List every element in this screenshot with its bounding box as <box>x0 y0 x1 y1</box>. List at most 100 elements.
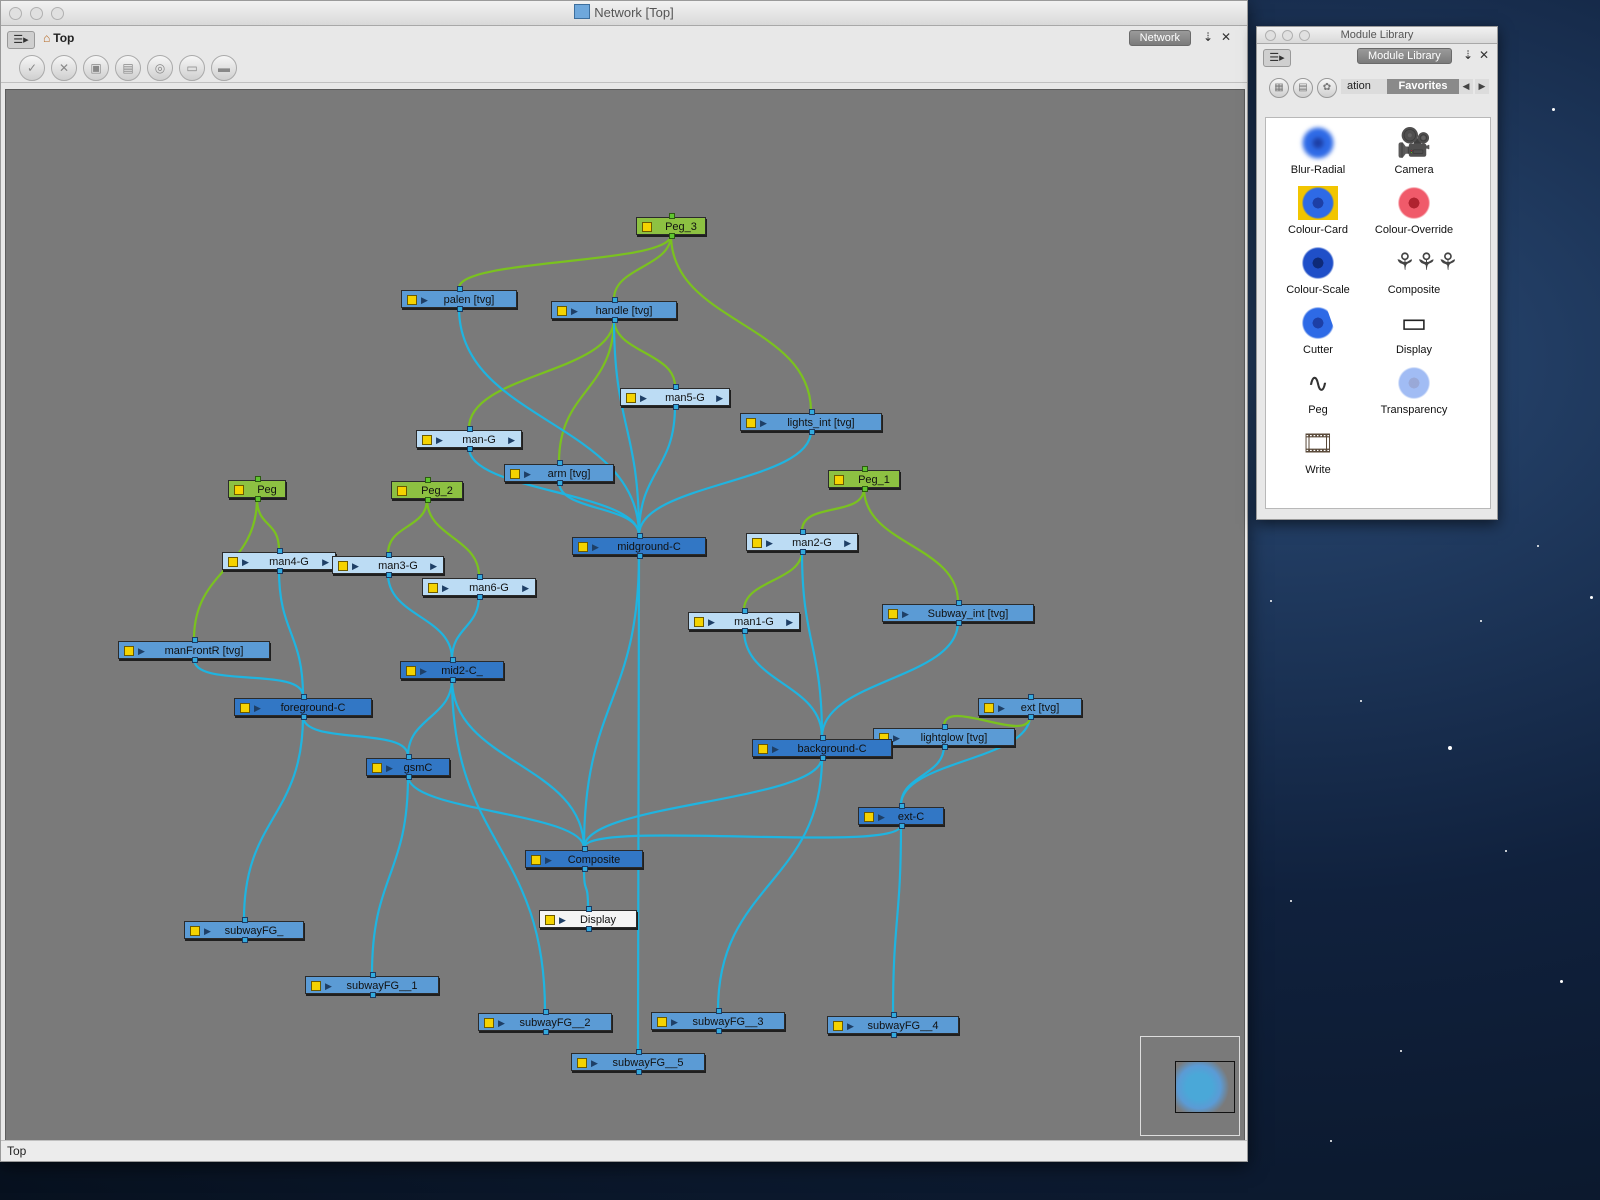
node-enable-checkbox[interactable] <box>372 763 382 773</box>
module-composite[interactable]: ⚘⚘⚘Composite <box>1364 244 1464 302</box>
dock-icon[interactable]: ⇣ <box>1202 30 1214 44</box>
node-man5g[interactable]: ▶man5-G▶ <box>620 384 730 410</box>
disable-icon[interactable]: ✕ <box>51 55 77 81</box>
node-man6g[interactable]: ▶man6-G▶ <box>422 574 536 600</box>
node-man1g[interactable]: ▶man1-G▶ <box>688 608 800 634</box>
node-enable-checkbox[interactable] <box>234 485 244 495</box>
node-expand-icon[interactable]: ▶ <box>508 435 515 445</box>
node-output-port[interactable] <box>386 572 392 578</box>
node-enable-checkbox[interactable] <box>338 561 348 571</box>
module-colour-card[interactable]: Colour-Card <box>1268 184 1368 242</box>
node-enable-checkbox[interactable] <box>626 393 636 403</box>
display-module-icon[interactable]: ▭ <box>179 55 205 81</box>
node-output-port[interactable] <box>820 755 826 761</box>
node-enable-checkbox[interactable] <box>428 583 438 593</box>
node-input-port[interactable] <box>370 972 376 978</box>
category-icon-3[interactable]: ✿ <box>1317 78 1337 98</box>
node-output-port[interactable] <box>1028 714 1034 720</box>
node-sfg1[interactable]: ▶subwayFG__1 <box>305 972 439 998</box>
node-output-port[interactable] <box>636 1069 642 1075</box>
node-enable-checkbox[interactable] <box>642 222 652 232</box>
node-composite[interactable]: ▶Composite <box>525 846 643 872</box>
node-enable-checkbox[interactable] <box>510 469 520 479</box>
node-output-port[interactable] <box>716 1028 722 1034</box>
module-colour-scale[interactable]: Colour-Scale <box>1268 244 1368 302</box>
node-input-port[interactable] <box>425 477 431 483</box>
node-input-port[interactable] <box>800 529 806 535</box>
node-output-port[interactable] <box>557 480 563 486</box>
tab-scroll-left-icon[interactable]: ◀ <box>1459 79 1473 94</box>
node-enable-checkbox[interactable] <box>545 915 555 925</box>
node-input-port[interactable] <box>586 906 592 912</box>
node-output-port[interactable] <box>612 317 618 323</box>
node-enable-checkbox[interactable] <box>752 538 762 548</box>
node-enable-checkbox[interactable] <box>397 486 407 496</box>
node-output-port[interactable] <box>669 233 675 239</box>
node-enable-checkbox[interactable] <box>124 646 134 656</box>
node-output-port[interactable] <box>192 657 198 663</box>
breadcrumb[interactable]: ⌂Top <box>43 31 74 45</box>
node-enable-checkbox[interactable] <box>578 542 588 552</box>
node-input-port[interactable] <box>386 552 392 558</box>
module-colour-override[interactable]: Colour-Override <box>1364 184 1464 242</box>
library-close-icon[interactable]: ✕ <box>1478 48 1490 62</box>
node-enable-checkbox[interactable] <box>406 666 416 676</box>
node-output-port[interactable] <box>406 774 412 780</box>
view-menu-button[interactable]: ☰▸ <box>7 31 35 49</box>
close-window-button[interactable] <box>9 7 22 20</box>
node-input-port[interactable] <box>477 574 483 580</box>
node-input-port[interactable] <box>612 297 618 303</box>
node-output-port[interactable] <box>942 744 948 750</box>
close-icon[interactable]: ✕ <box>1220 30 1232 44</box>
node-input-port[interactable] <box>1028 694 1034 700</box>
node-output-port[interactable] <box>956 620 962 626</box>
module-blur-radial[interactable]: Blur-Radial <box>1268 124 1368 182</box>
tab-category-partial[interactable]: ation <box>1341 79 1395 94</box>
node-sfg3[interactable]: ▶subwayFG__3 <box>651 1008 785 1034</box>
node-mang[interactable]: ▶man-G▶ <box>416 426 522 452</box>
node-enable-checkbox[interactable] <box>577 1058 587 1068</box>
node-input-port[interactable] <box>543 1009 549 1015</box>
node-output-port[interactable] <box>800 549 806 555</box>
node-sfg4[interactable]: ▶subwayFG__4 <box>827 1012 959 1038</box>
node-input-port[interactable] <box>742 608 748 614</box>
node-expand-icon[interactable]: ▶ <box>322 557 329 567</box>
node-sfg[interactable]: ▶subwayFG_ <box>184 917 304 943</box>
library-minimize-button[interactable] <box>1282 30 1293 41</box>
tab-network[interactable]: Network <box>1128 30 1191 46</box>
node-mid2[interactable]: ▶mid2-C_ <box>400 657 504 683</box>
node-output-port[interactable] <box>891 1032 897 1038</box>
node-enable-checkbox[interactable] <box>531 855 541 865</box>
library-menu-button[interactable]: ☰▸ <box>1263 49 1291 67</box>
node-input-port[interactable] <box>192 637 198 643</box>
node-input-port[interactable] <box>942 724 948 730</box>
node-man2g[interactable]: ▶man2-G▶ <box>746 529 858 555</box>
node-output-port[interactable] <box>582 866 588 872</box>
tab-scroll-right-icon[interactable]: ▶ <box>1475 79 1489 94</box>
node-output-port[interactable] <box>242 937 248 943</box>
node-input-port[interactable] <box>716 1008 722 1014</box>
node-output-port[interactable] <box>637 553 643 559</box>
node-lightglow[interactable]: ▶lightglow [tvg] <box>873 724 1015 750</box>
node-output-port[interactable] <box>586 926 592 932</box>
node-peg2[interactable]: Peg_2 <box>391 477 463 503</box>
node-input-port[interactable] <box>891 1012 897 1018</box>
node-input-port[interactable] <box>862 466 868 472</box>
node-manfront[interactable]: ▶manFrontR [tvg] <box>118 637 270 663</box>
node-input-port[interactable] <box>637 533 643 539</box>
tab-favorites[interactable]: Favorites <box>1387 79 1459 94</box>
minimize-window-button[interactable] <box>30 7 43 20</box>
node-output-port[interactable] <box>450 677 456 683</box>
node-sfg2[interactable]: ▶subwayFG__2 <box>478 1009 612 1035</box>
node-output-port[interactable] <box>862 486 868 492</box>
node-display[interactable]: ▶Display <box>539 906 637 932</box>
node-input-port[interactable] <box>255 476 261 482</box>
node-extc[interactable]: ▶ext-C <box>858 803 944 829</box>
node-subint[interactable]: ▶Subway_int [tvg] <box>882 600 1034 626</box>
node-input-port[interactable] <box>899 803 905 809</box>
node-output-port[interactable] <box>467 446 473 452</box>
module-display[interactable]: ▭Display <box>1364 304 1464 362</box>
node-enable-checkbox[interactable] <box>557 306 567 316</box>
ungroup-icon[interactable]: ▤ <box>115 55 141 81</box>
node-output-port[interactable] <box>301 714 307 720</box>
